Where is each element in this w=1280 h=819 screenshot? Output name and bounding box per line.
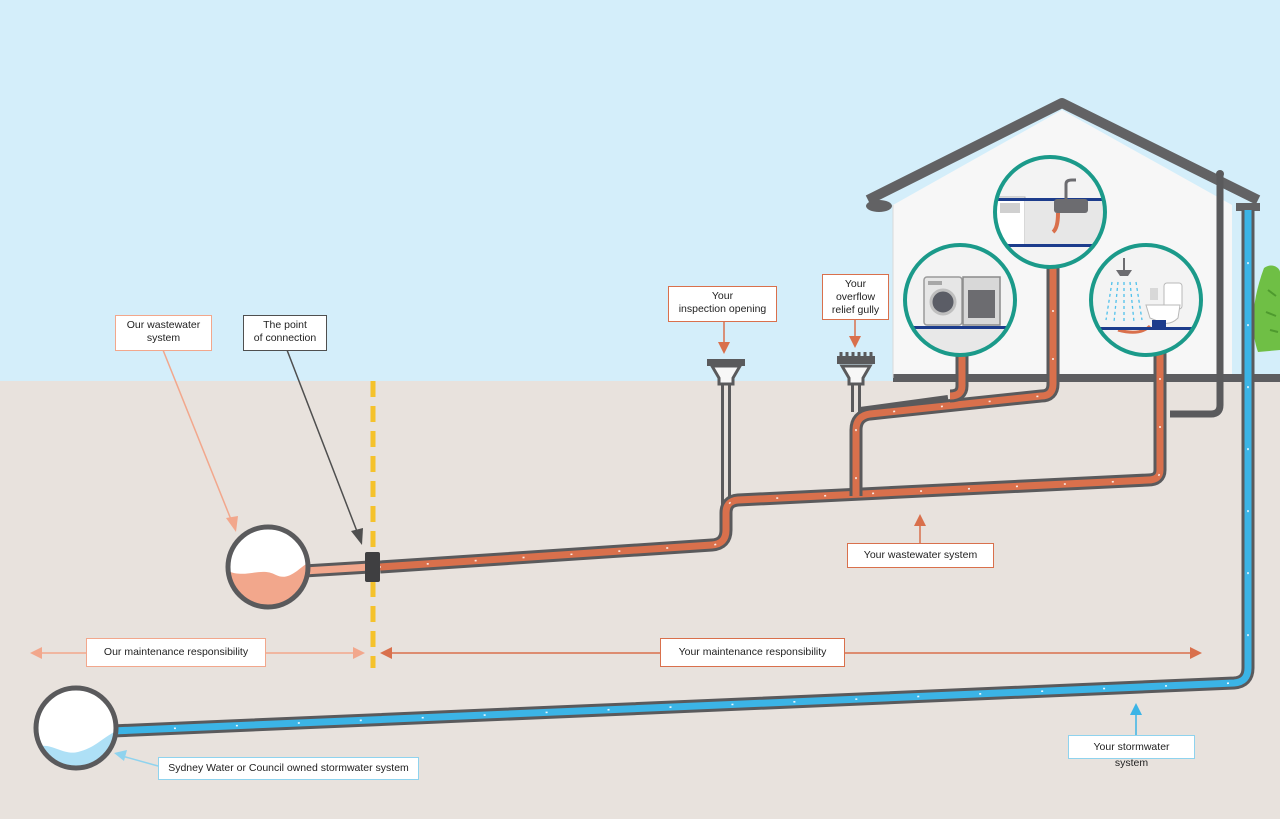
point-of-connection-label: The point of connection	[243, 315, 327, 351]
overflow-gully-label: Your overflow relief gully	[822, 274, 889, 320]
label-line: inspection opening	[678, 303, 767, 315]
label-line: relief gully	[831, 304, 880, 316]
label-line: system	[146, 332, 181, 344]
label-line: of connection	[253, 332, 317, 344]
label-text: Your maintenance responsibility	[678, 646, 827, 658]
your-maintenance-label: Your maintenance responsibility	[660, 638, 845, 667]
inspection-opening-label: Your inspection opening	[668, 286, 777, 322]
label-text: Your wastewater system	[863, 549, 978, 561]
label-line: Our wastewater	[126, 319, 201, 331]
overflow-gully	[837, 352, 875, 386]
label-line: The point	[263, 319, 307, 331]
stormwater-main-circle	[33, 685, 119, 771]
council-stormwater-label: Sydney Water or Council owned stormwater…	[158, 757, 419, 780]
label-line: Your	[711, 290, 734, 302]
label-line: Your	[844, 278, 867, 290]
our-maintenance-arrow	[30, 647, 365, 659]
laundry-room	[903, 243, 1017, 357]
kitchen-room	[993, 155, 1107, 269]
ground	[0, 381, 1280, 819]
sewer-main-circle	[225, 524, 311, 610]
inspection-opening	[707, 359, 745, 386]
bathroom-room	[1089, 243, 1203, 357]
your-wastewater-label: Your wastewater system	[847, 543, 994, 568]
kitchen-sink-icon	[1054, 199, 1088, 213]
stormwater-pipe	[111, 210, 1255, 738]
bush	[1253, 265, 1280, 352]
pointer-arrows	[114, 318, 1142, 767]
label-text: Sydney Water or Council owned stormwater…	[168, 762, 409, 774]
your-maintenance-arrow	[380, 647, 1202, 659]
wastewater-pipes	[303, 262, 1167, 578]
label-text: Your stormwater system	[1093, 741, 1170, 769]
your-stormwater-label: Your stormwater system	[1068, 735, 1195, 769]
connection-fitting	[365, 552, 380, 582]
our-wastewater-label: Our wastewater system	[115, 315, 212, 351]
our-maintenance-label: Our maintenance responsibility	[86, 638, 266, 667]
label-line: overflow	[835, 291, 876, 303]
shower-toilet-icon	[1116, 270, 1132, 276]
label-text: Our maintenance responsibility	[103, 646, 249, 658]
